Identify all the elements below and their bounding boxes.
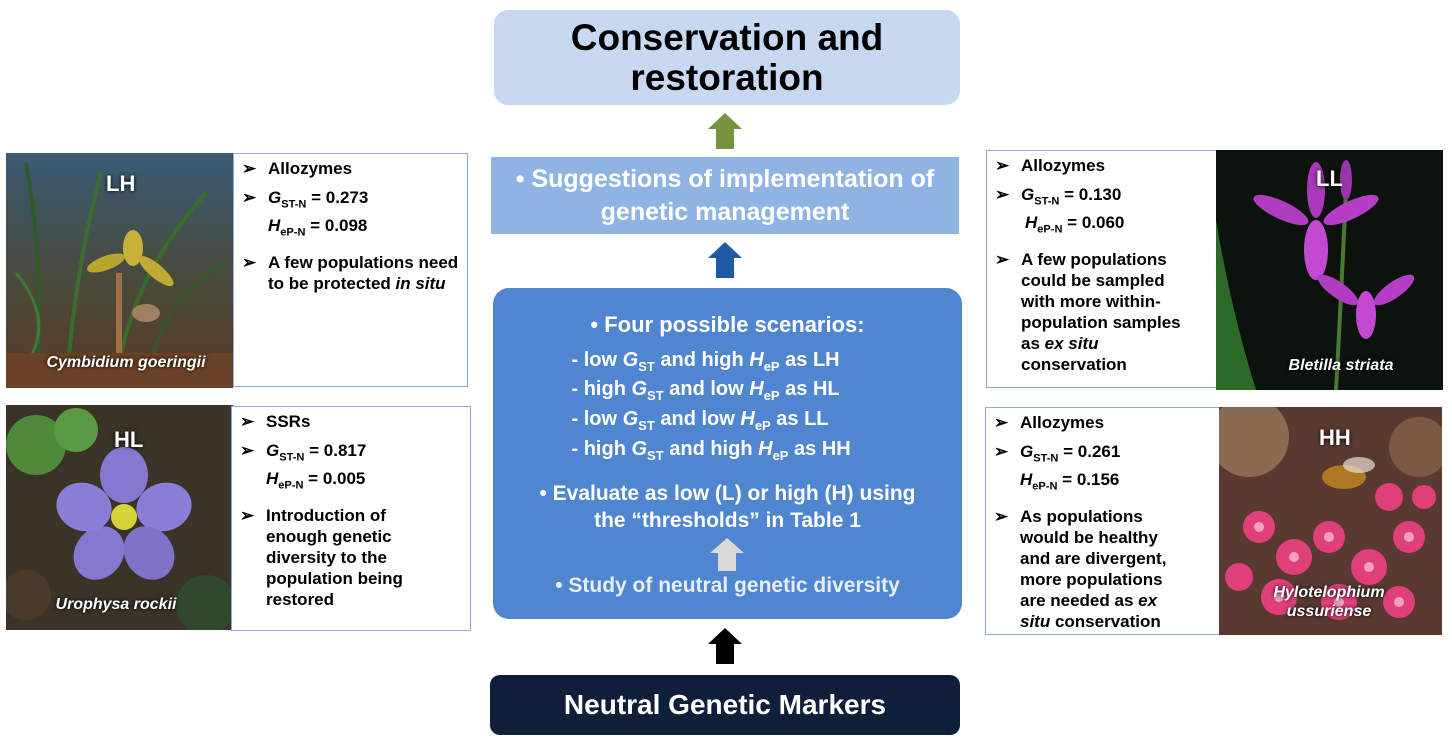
scenarios-box: • Four possible scenarios: - low GST and… — [493, 288, 962, 619]
species-bletilla: Bletilla striata — [1288, 357, 1394, 374]
study-text: • Study of neutral genetic diversity — [555, 574, 900, 597]
scenario-lh: - low GST and high HeP as LH — [571, 349, 840, 374]
suggestions-text: • Suggestions of implementation of genet… — [515, 164, 935, 226]
info-hh-marker: ➢Allozymes — [994, 413, 1105, 432]
photo-bletilla-striata: LL Bletilla striata — [1216, 150, 1443, 390]
info-ll-gst: ➢GST-N = 0.130 — [995, 185, 1122, 208]
scenarios-heading: • Four possible scenarios: — [590, 312, 865, 337]
scenario-hl: - high GST and low HeP as HL — [571, 378, 840, 403]
info-lh-marker: ➢Allozymes — [242, 159, 353, 178]
arrow-up-grey-icon — [710, 538, 744, 571]
photo-cymbidium-goeringii: LH Cymbidium goeringii — [6, 153, 233, 388]
species-hylotelophium: Hylotelophium ussuriense — [1273, 584, 1385, 620]
conservation-restoration-box: Conservation and restoration — [494, 10, 960, 105]
evaluate-text: • Evaluate as low (L) or high (H) using … — [539, 482, 916, 532]
photo-hylotelophium-ussuriense: HH Hylotelophium ussuriense — [1219, 407, 1442, 635]
info-hl-hep: HeP-N = 0.005 — [266, 469, 366, 492]
species-urophysa: Urophysa rockii — [55, 596, 177, 613]
arrow-up-blue-icon — [708, 242, 742, 278]
info-ll: ➢Allozymes ➢GST-N = 0.130 HeP-N = 0.060 … — [986, 150, 1217, 388]
info-ll-marker: ➢Allozymes — [995, 156, 1106, 175]
scenario-hh: - high GST and high HeP as HH — [571, 438, 851, 463]
info-ll-note: ➢A few populations could be sampled with… — [995, 249, 1181, 374]
info-lh-note: ➢A few populations need to be protected … — [242, 252, 459, 293]
info-hh: ➢Allozymes ➢GST-N = 0.261 HeP-N = 0.156 … — [985, 407, 1220, 635]
conservation-title: Conservation and restoration — [570, 16, 884, 98]
info-hl-gst: ➢GST-N = 0.817 — [240, 441, 367, 464]
info-hh-note: ➢As populations would be healthy and are… — [994, 506, 1167, 631]
tag-ll: LL — [1316, 166, 1343, 191]
info-hh-gst: ➢GST-N = 0.261 — [994, 442, 1121, 465]
suggestions-box: • Suggestions of implementation of genet… — [491, 157, 959, 234]
tag-hl: HL — [114, 427, 144, 452]
info-ll-hep: HeP-N = 0.060 — [1025, 213, 1125, 236]
arrow-up-green-icon — [708, 113, 742, 149]
tag-hh: HH — [1319, 425, 1351, 450]
photo-urophysa-rockii: HL Urophysa rockii — [6, 405, 233, 630]
info-hl-note: ➢Introduction of enough genetic diversit… — [240, 505, 403, 609]
scenario-ll: - low GST and low HeP as LL — [571, 408, 829, 433]
tag-lh: LH — [106, 171, 136, 196]
info-hl-marker: ➢SSRs — [240, 412, 311, 431]
info-hl: ➢SSRs ➢GST-N = 0.817 HeP-N = 0.005 ➢Intr… — [231, 406, 471, 631]
info-lh: ➢Allozymes ➢GST-N = 0.273 HeP-N = 0.098 … — [233, 153, 468, 387]
info-hh-hep: HeP-N = 0.156 — [1020, 470, 1120, 493]
species-cymbidium: Cymbidium goeringii — [46, 354, 206, 371]
info-lh-hep: HeP-N = 0.098 — [268, 216, 368, 239]
arrow-up-black-icon — [708, 628, 742, 664]
neutral-markers-text: Neutral Genetic Markers — [563, 689, 887, 720]
info-lh-gst: ➢GST-N = 0.273 — [242, 188, 369, 211]
neutral-markers-box: Neutral Genetic Markers — [490, 675, 960, 735]
